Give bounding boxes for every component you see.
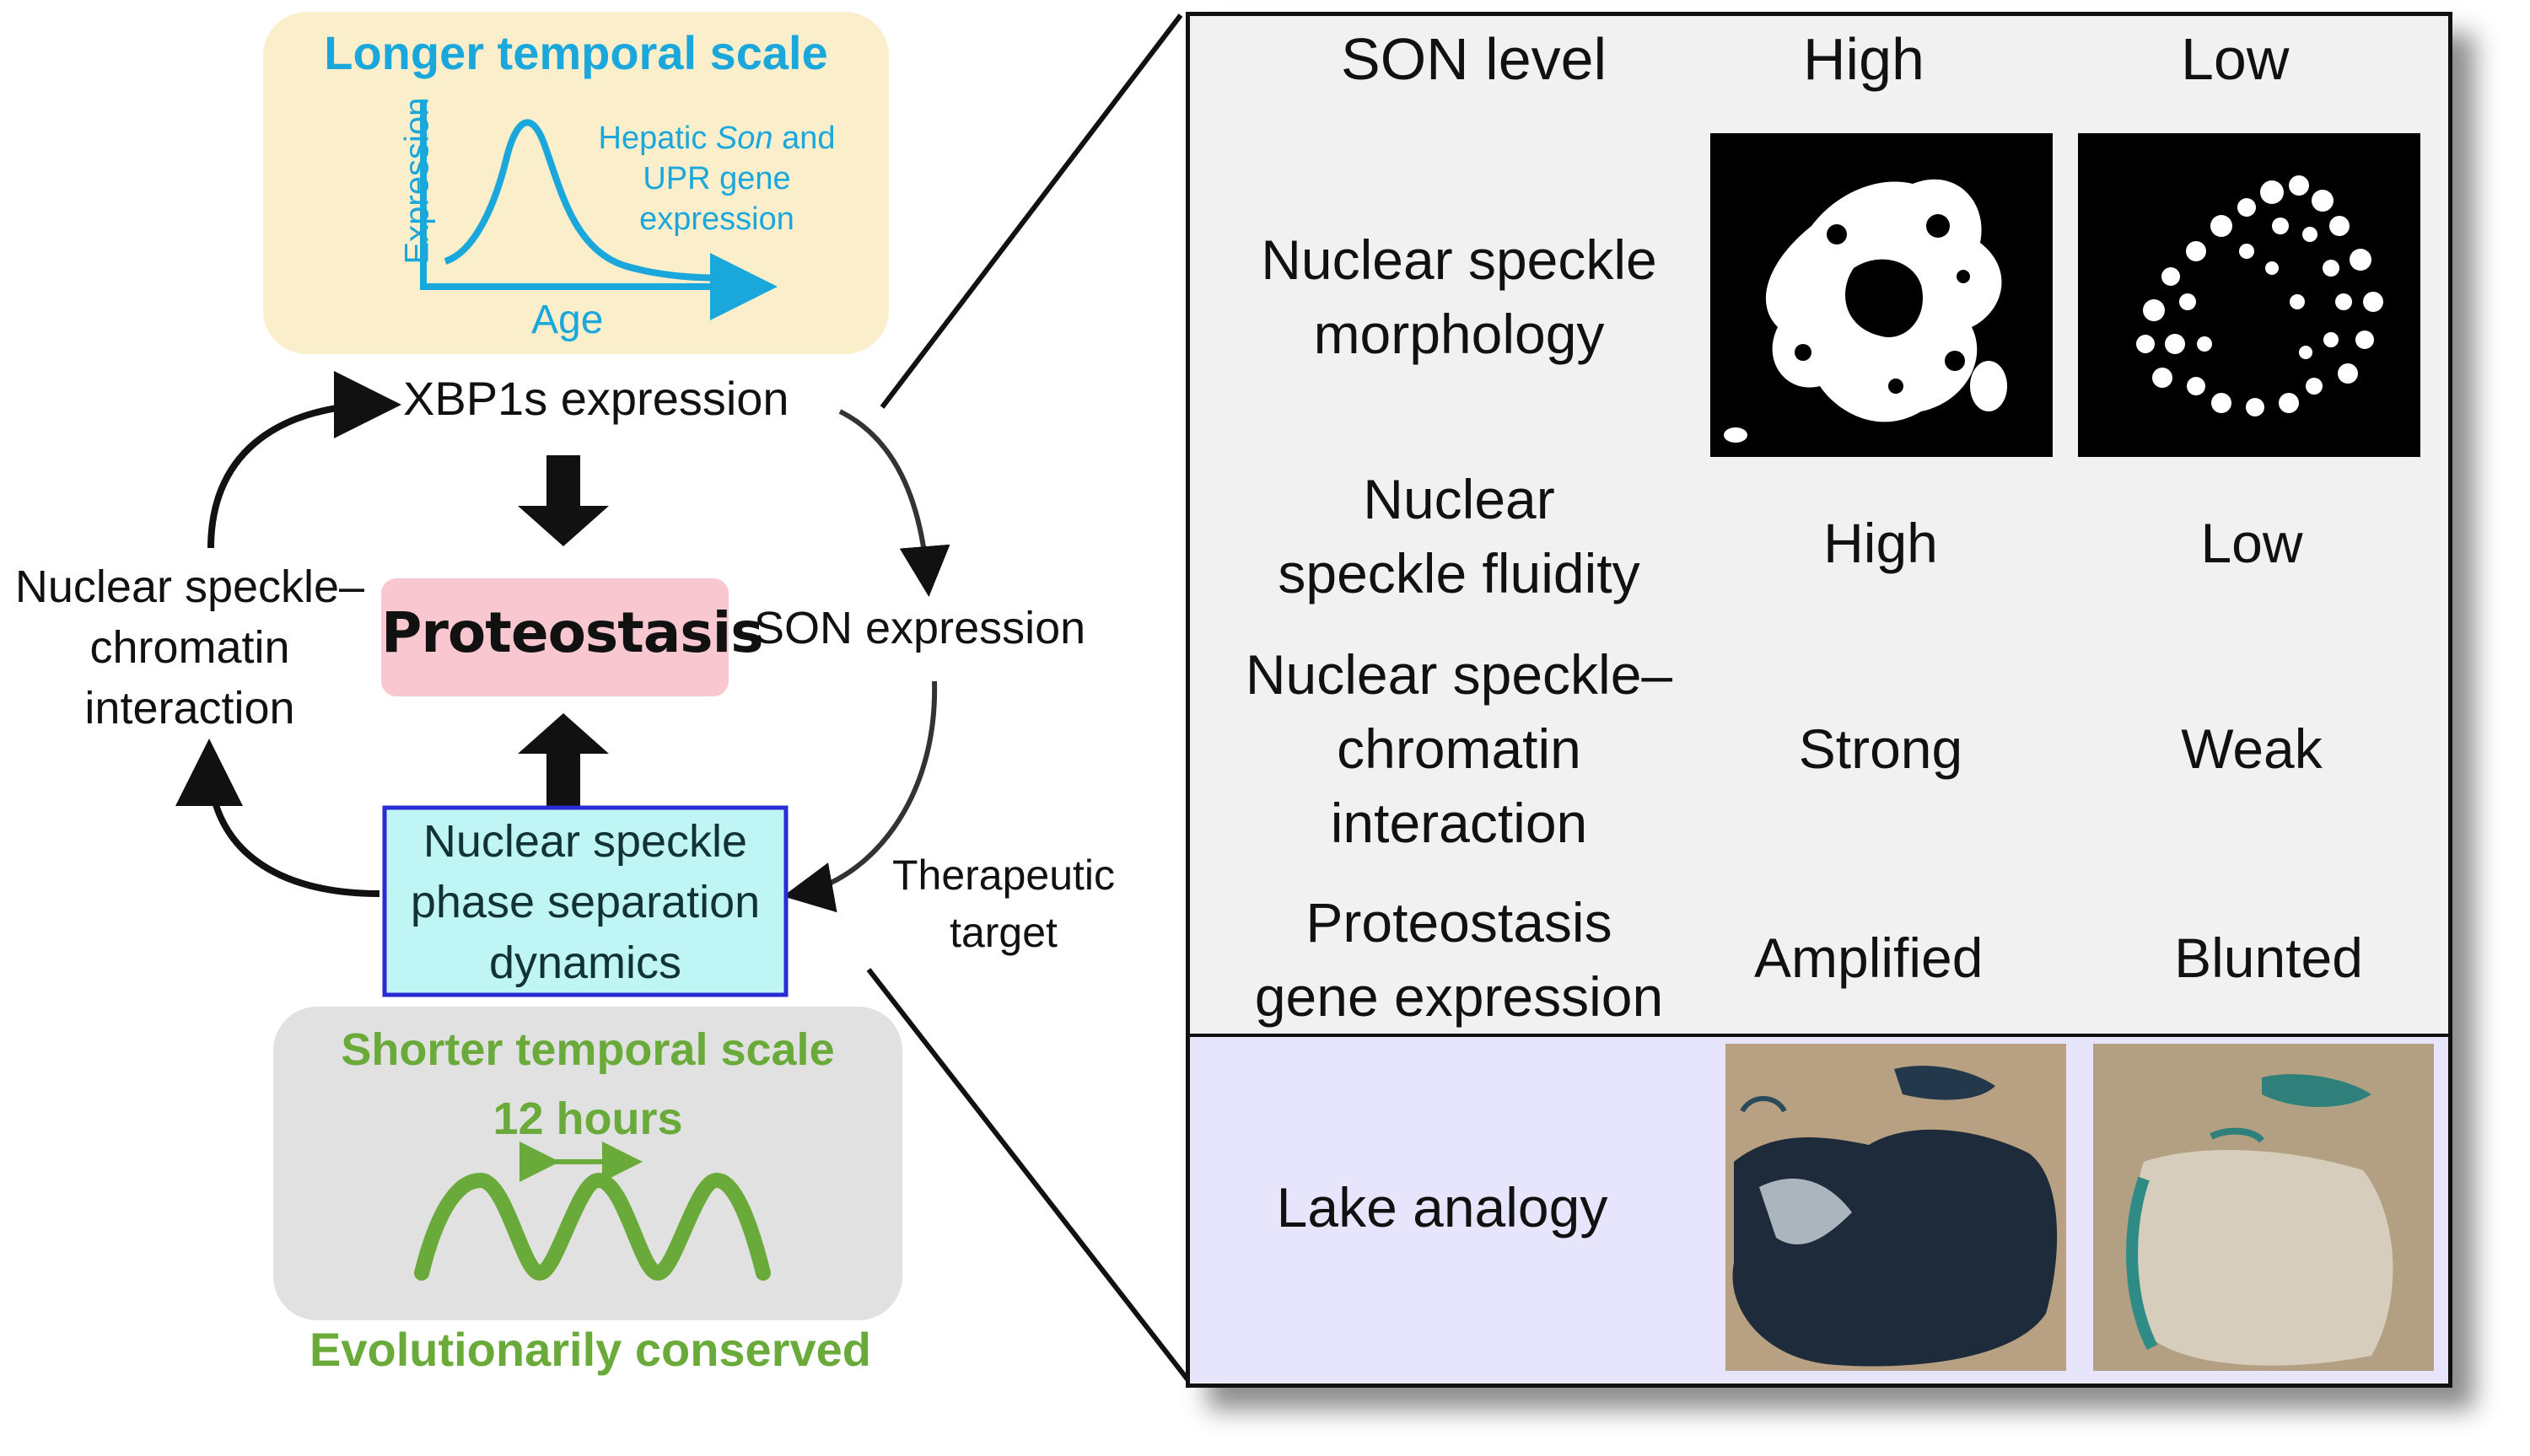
row4-line-1: Proteostasis — [1305, 891, 1612, 954]
header-high: High — [1803, 26, 1924, 92]
row2-line-2: speckle fluidity — [1278, 542, 1640, 604]
lake-high-svg — [1725, 1044, 2066, 1371]
lake-low-svg — [2093, 1044, 2434, 1371]
speckle-image-low — [2078, 133, 2420, 457]
zoom-line-bottom — [866, 968, 1190, 1381]
up-arrow — [518, 713, 609, 809]
period-label: 12 hours — [493, 1093, 683, 1144]
expression-curve — [444, 119, 743, 282]
left-loop-line-1: Nuclear speckle– — [14, 561, 365, 612]
proteostasis-label: Proteostasis — [381, 600, 763, 665]
plot-y-label: Expression — [398, 97, 436, 265]
annotation-line-2: UPR gene — [643, 161, 791, 196]
lake-analogy-label: Lake analogy — [1276, 1176, 1608, 1238]
row2-line-1: Nuclear — [1363, 468, 1555, 530]
row-chromatin-low: Weak — [2181, 717, 2323, 780]
top-box-title: Longer temporal scale — [324, 26, 828, 79]
proteostasis-box — [381, 578, 729, 696]
phase-line-3: dynamics — [488, 938, 682, 988]
xbp1s-label: XBP1s expression — [403, 372, 789, 425]
son-lower-arrow — [783, 680, 938, 913]
plot-x-label: Age — [531, 298, 604, 342]
row-fluidity-label: Nuclear speckle fluidity — [1206, 462, 1712, 610]
lake-image-low — [2093, 1044, 2434, 1371]
row-proteostasis-high: Amplified — [1754, 927, 1984, 989]
row-proteostasis-low: Blunted — [2174, 927, 2363, 989]
lake-image-high — [1725, 1044, 2066, 1371]
row3-line-1: Nuclear speckle– — [1245, 643, 1673, 706]
left-loop-lower-arrow — [175, 739, 380, 897]
left-loop-label: Nuclear speckle– chromatin interaction — [0, 556, 380, 739]
son-expression-label: SON expression — [754, 603, 1086, 653]
evolutionary-footer: Evolutionarily conserved — [310, 1323, 871, 1376]
row4-line-2: gene expression — [1254, 965, 1664, 1028]
header-son-level: SON level — [1341, 26, 1607, 92]
down-arrow — [518, 455, 609, 546]
bottom-box-title: Shorter temporal scale — [341, 1024, 835, 1075]
left-loop-line-3: interaction — [84, 683, 295, 733]
phase-separation-box — [382, 805, 789, 997]
speckle-image-high — [1710, 133, 2053, 457]
row-fluidity-high: High — [1823, 512, 1938, 574]
phase-line-2: phase separation — [410, 877, 761, 927]
left-loop-line-2: chromatin — [89, 622, 290, 673]
row-fluidity-low: Low — [2200, 512, 2303, 574]
annotation-hepatic: Hepatic — [598, 121, 716, 156]
plot-annotation: Hepatic Son and UPR gene expression — [590, 118, 843, 239]
phase-line-1: Nuclear speckle — [423, 816, 748, 867]
row3-line-3: interaction — [1330, 792, 1588, 854]
therapeutic-line-1: Therapeutic — [891, 852, 1116, 899]
annotation-and: and — [772, 121, 836, 156]
therapeutic-label: Therapeutic target — [860, 846, 1147, 961]
row-chromatin-label: Nuclear speckle– chromatin interaction — [1206, 637, 1712, 860]
annotation-line-3: expression — [639, 201, 794, 237]
zoom-line-top — [880, 13, 1183, 409]
phase-box-label: Nuclear speckle phase separation dynamic… — [385, 811, 786, 993]
row-morphology-label: Nuclear speckle morphology — [1206, 223, 1712, 371]
annotation-son: Son — [715, 121, 773, 156]
row-chromatin-high: Strong — [1798, 717, 1963, 780]
header-low: Low — [2181, 26, 2290, 92]
row1-line-1: Nuclear speckle — [1261, 228, 1657, 291]
left-loop-upper-arrow — [207, 371, 401, 549]
speckle-high-svg — [1724, 179, 2007, 443]
row1-line-2: morphology — [1313, 303, 1605, 365]
therapeutic-line-2: target — [950, 909, 1058, 956]
oscillation-wave — [414, 1172, 771, 1281]
row3-line-2: chromatin — [1337, 717, 1581, 780]
son-upper-arrow — [838, 409, 950, 597]
speckle-low-svg — [2136, 175, 2383, 416]
row-proteostasis-label: Proteostasis gene expression — [1206, 885, 1712, 1034]
